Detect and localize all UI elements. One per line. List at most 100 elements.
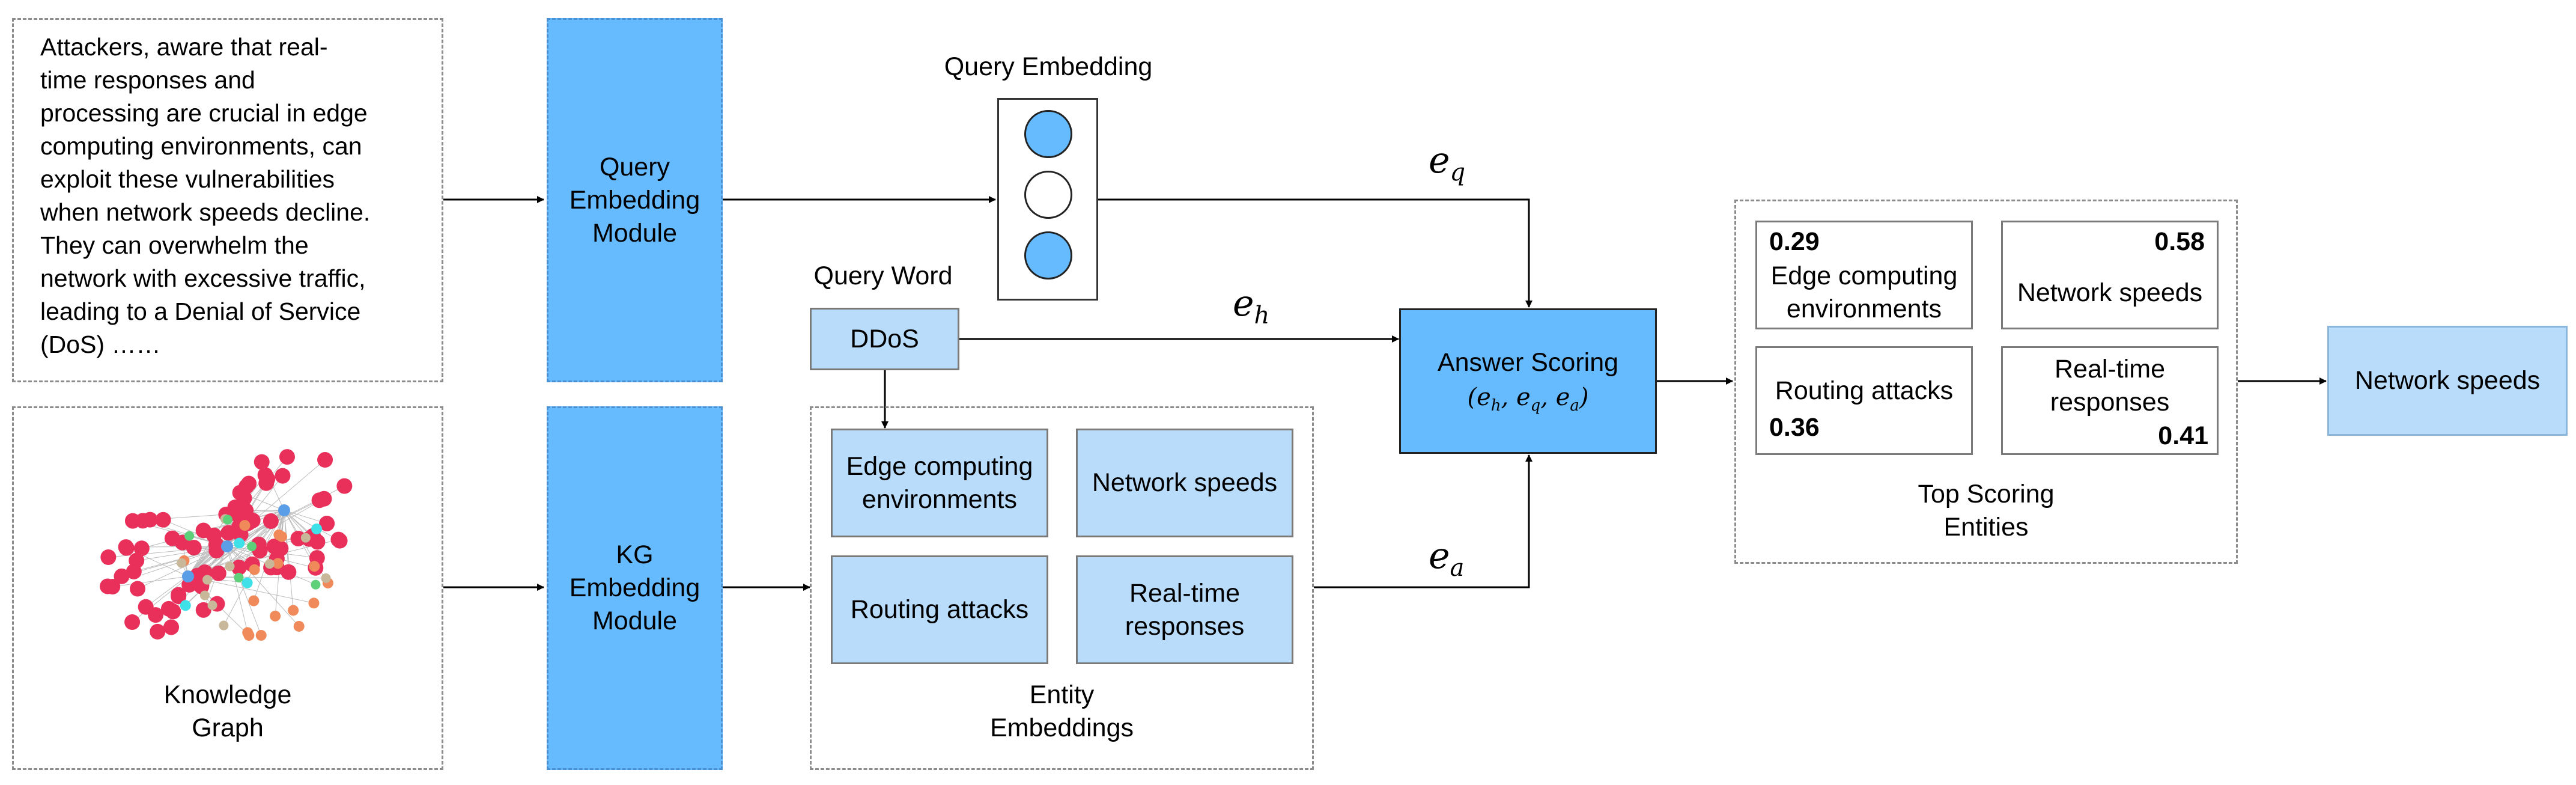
answer-scoring-args: (eh, eq, ea) [1467, 383, 1589, 415]
kg-node [160, 600, 177, 617]
kg-node [126, 563, 142, 579]
top-entity-routing-attacks: Routing attacks 0.36 [1755, 346, 1973, 455]
score-value: 0.58 [2154, 227, 2205, 256]
kg-node [124, 513, 141, 529]
kg-embedding-module: KG Embedding Module [547, 406, 723, 770]
kg-node [210, 565, 226, 581]
input-text-line: processing are crucial in edge [40, 99, 368, 127]
query-word-ddos: DDoS [810, 308, 959, 370]
kg-node [220, 525, 237, 541]
kg-node [219, 620, 229, 631]
entity-routing-attacks: Routing attacks [831, 555, 1048, 664]
query-embedding-module: Query Embedding Module [547, 18, 723, 382]
input-text-line: when network speeds decline. [40, 198, 371, 226]
entity-embeddings-caption: Entity Embeddings [989, 680, 1134, 742]
kg-node [150, 623, 166, 640]
top-entity-network-speeds: 0.58 Network speeds [2001, 221, 2219, 329]
kg-node [225, 561, 235, 572]
kg-node [202, 575, 213, 585]
kg-node [234, 572, 244, 582]
symbol-e-h: eh [1233, 283, 1270, 329]
kg-node [300, 533, 311, 543]
embedding-cell-empty [1024, 171, 1072, 219]
score-value: 0.41 [2158, 421, 2208, 450]
kg-node [118, 539, 134, 555]
kg-node [207, 600, 217, 610]
query-word-title: Query Word [813, 261, 953, 290]
kg-edge [150, 510, 285, 521]
kg-node [266, 539, 282, 555]
kg-node [247, 542, 257, 552]
kg-node [249, 564, 260, 575]
kg-edge [112, 576, 189, 587]
input-text-line: They can overwhelm the [40, 231, 309, 259]
kg-node [142, 512, 158, 528]
top-scoring-caption: Top Scoring Entities [1918, 480, 2055, 542]
kg-node [308, 597, 320, 609]
kg-node [130, 581, 146, 597]
kg-node [195, 602, 211, 618]
knowledge-graph-box: Knowledge Graph [12, 406, 443, 770]
kg-node [293, 620, 305, 632]
kg-node [332, 533, 348, 549]
kg-node [155, 512, 171, 528]
knowledge-graph-image [100, 449, 353, 641]
kg-node [163, 619, 180, 635]
answer-scoring-box: Answer Scoring (eh, eq, ea) [1399, 308, 1657, 454]
kg-node [264, 559, 275, 569]
query-embedding-title: Query Embedding [944, 52, 1153, 81]
kg-node [309, 561, 320, 572]
result-network-speeds: Network speeds [2327, 326, 2568, 436]
kg-node [336, 478, 353, 494]
kg-node [243, 630, 255, 641]
input-text-line: (DoS) …… [40, 331, 161, 358]
kg-node [255, 629, 267, 641]
input-text-line: exploit these vulnerabilities [40, 165, 335, 193]
kg-edge [284, 510, 340, 542]
kg-node [288, 605, 299, 616]
kg-node [319, 515, 335, 531]
score-value: 0.29 [1769, 227, 1820, 256]
input-text-line: network with excessive traffic, [40, 264, 366, 292]
symbol-e-a: ea [1429, 535, 1465, 582]
kg-node [257, 467, 273, 483]
kg-edge [253, 510, 285, 601]
kg-node [148, 607, 164, 623]
kg-node [105, 579, 121, 595]
input-text-line: leading to a Denial of Service [40, 298, 361, 325]
kg-node [263, 513, 279, 530]
kg-node [279, 449, 295, 465]
kg-node [222, 515, 232, 525]
kg-node [177, 558, 187, 568]
kg-node [272, 558, 284, 569]
kg-edge [226, 546, 262, 636]
embedding-cell-filled [1024, 110, 1072, 158]
kg-node [242, 577, 253, 588]
kg-node [281, 564, 297, 580]
kg-node [114, 568, 130, 584]
input-text-line: time responses and [40, 66, 255, 94]
input-text-line: computing environments, can [40, 132, 362, 160]
input-text-box: Attackers, aware that real- time respons… [12, 18, 443, 382]
kg-node [270, 610, 281, 622]
kg-node [206, 527, 222, 543]
kg-node [241, 475, 257, 492]
entity-network-speeds: Network speeds [1076, 429, 1293, 537]
kg-edge [284, 510, 294, 611]
symbol-e-q: eq [1429, 139, 1466, 186]
kg-node [184, 531, 195, 541]
kg-hub-node [221, 540, 233, 552]
score-value: 0.36 [1769, 413, 1820, 442]
kg-hub-node [182, 570, 194, 582]
answer-scoring-title: Answer Scoring [1437, 348, 1619, 377]
kg-node [275, 468, 291, 484]
kg-hub-node [278, 504, 290, 516]
kg-node [254, 454, 270, 470]
kg-node [208, 543, 225, 559]
